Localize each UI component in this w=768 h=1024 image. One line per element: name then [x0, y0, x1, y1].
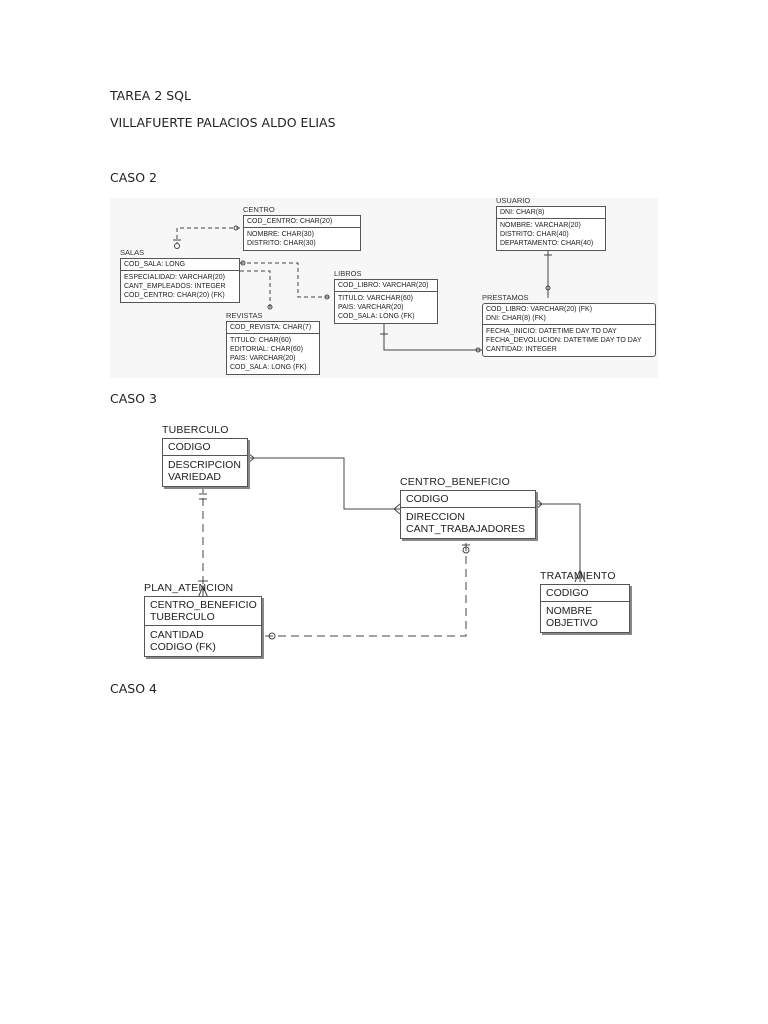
- entity-prestamos-name: PRESTAMOS: [482, 293, 529, 302]
- caso2-relationship-lines: [173, 225, 552, 353]
- salas-attr: CANT_EMPLEADOS: INTEGER: [124, 283, 226, 290]
- section-caso-3: CASO 3: [110, 391, 157, 406]
- entity-usuario: DNI: CHAR(8) NOMBRE: VARCHAR(20) DISTRIT…: [496, 206, 606, 251]
- entity-tratamiento: CODIGO NOMBRE OBJETIVO: [540, 584, 630, 633]
- tratamiento-attr: NOMBRE: [546, 605, 593, 617]
- libros-attr: COD_SALA: LONG (FK): [338, 313, 415, 320]
- libros-attr: PAIS: VARCHAR(20): [338, 304, 404, 311]
- entity-salas: COD_SALA: LONG ESPECIALIDAD: VARCHAR(20)…: [120, 258, 240, 303]
- tratamiento-key-field: CODIGO: [546, 587, 589, 599]
- revistas-attr: EDITORIAL: CHAR(60): [230, 346, 303, 353]
- entity-tuberculo: CODIGO DESCRIPCION VARIEDAD: [162, 438, 248, 487]
- entity-tuberculo-name: TUBERCULO: [162, 424, 229, 436]
- prestamos-attr: FECHA_DEVOLUCION: DATETIME DAY TO DAY: [486, 337, 642, 344]
- entity-centro-beneficio: CODIGO DIRECCION CANT_TRABAJADORES: [400, 490, 536, 539]
- centro-attr: NOMBRE: CHAR(30): [247, 231, 314, 238]
- tuberculo-attr: DESCRIPCION: [168, 459, 241, 471]
- entity-centro-beneficio-name: CENTRO_BENEFICIO: [400, 476, 510, 488]
- entity-libros-name: LIBROS: [334, 269, 362, 278]
- revistas-attr: COD_SALA: LONG (FK): [230, 364, 307, 371]
- entity-plan-atencion: CENTRO_BENEFICIO TUBERCULO CANTIDAD CODI…: [144, 596, 262, 657]
- salas-attr: ESPECIALIDAD: VARCHAR(20): [124, 274, 226, 281]
- centro-beneficio-attr: CANT_TRABAJADORES: [406, 523, 526, 535]
- prestamos-key-field: DNI: CHAR(8) (FK): [486, 315, 546, 322]
- plan-atencion-attr: CODIGO (FK): [150, 641, 216, 653]
- plan-atencion-key-field: CENTRO_BENEFICIO: [150, 599, 257, 611]
- centro-attr: DISTRITO: CHAR(30): [247, 240, 316, 247]
- entity-usuario-name: USUARIO: [496, 196, 531, 205]
- entity-centro: COD_CENTRO: CHAR(20) NOMBRE: CHAR(30) DI…: [243, 215, 361, 251]
- prestamos-attr: FECHA_INICIO: DATETIME DAY TO DAY: [486, 328, 617, 335]
- caso2-er-diagram: CENTRO COD_CENTRO: CHAR(20) NOMBRE: CHAR…: [110, 196, 658, 378]
- entity-plan-atencion-name: PLAN_ATENCION: [144, 582, 234, 594]
- author-name: VILLAFUERTE PALACIOS ALDO ELIAS: [110, 115, 336, 130]
- revistas-attr: PAIS: VARCHAR(20): [230, 355, 296, 362]
- plan-atencion-key-field: TUBERCULO: [150, 611, 215, 623]
- caso3-relationship-lines: [197, 452, 586, 640]
- entity-libros: COD_LIBRO: VARCHAR(20) TITULO: VARCHAR(6…: [334, 279, 438, 324]
- entity-salas-name: SALAS: [120, 248, 145, 257]
- section-caso-4: CASO 4: [110, 681, 157, 696]
- prestamos-attr: CANTIDAD: INTEGER: [486, 346, 557, 353]
- revistas-attr: TITULO: CHAR(60): [230, 337, 292, 344]
- salas-key-field: COD_SALA: LONG: [124, 261, 186, 268]
- usuario-attr: DEPARTAMENTO: CHAR(40): [500, 240, 594, 247]
- entity-revistas-name: REVISTAS: [226, 311, 263, 320]
- plan-atencion-attr: CANTIDAD: [150, 629, 204, 641]
- tratamiento-attr: OBJETIVO: [546, 617, 598, 629]
- tuberculo-key-field: CODIGO: [168, 441, 211, 453]
- usuario-attr: NOMBRE: VARCHAR(20): [500, 222, 581, 229]
- revistas-key-field: COD_REVISTA: CHAR(7): [230, 324, 312, 331]
- centro-beneficio-key-field: CODIGO: [406, 493, 449, 505]
- centro-beneficio-attr: DIRECCION: [406, 511, 465, 523]
- entity-centro-name: CENTRO: [243, 205, 275, 214]
- section-caso-2: CASO 2: [110, 170, 157, 185]
- libros-key-field: COD_LIBRO: VARCHAR(20): [338, 282, 429, 289]
- usuario-attr: DISTRITO: CHAR(40): [500, 231, 569, 238]
- entity-revistas: COD_REVISTA: CHAR(7) TITULO: CHAR(60) ED…: [226, 321, 320, 375]
- prestamos-key-field: COD_LIBRO: VARCHAR(20) (FK): [486, 306, 593, 313]
- libros-attr: TITULO: VARCHAR(60): [338, 295, 413, 302]
- centro-key-field: COD_CENTRO: CHAR(20): [247, 218, 333, 225]
- usuario-key-field: DNI: CHAR(8): [500, 209, 545, 216]
- tuberculo-attr: VARIEDAD: [168, 471, 221, 483]
- salas-attr: COD_CENTRO: CHAR(20) (FK): [124, 292, 225, 299]
- caso3-er-diagram: TUBERCULO CODIGO DESCRIPCION VARIEDAD CE…: [130, 420, 650, 670]
- entity-tratamiento-name: TRATAMIENTO: [540, 570, 616, 582]
- entity-prestamos: COD_LIBRO: VARCHAR(20) (FK) DNI: CHAR(8)…: [482, 303, 656, 357]
- document-title: TAREA 2 SQL: [110, 88, 191, 103]
